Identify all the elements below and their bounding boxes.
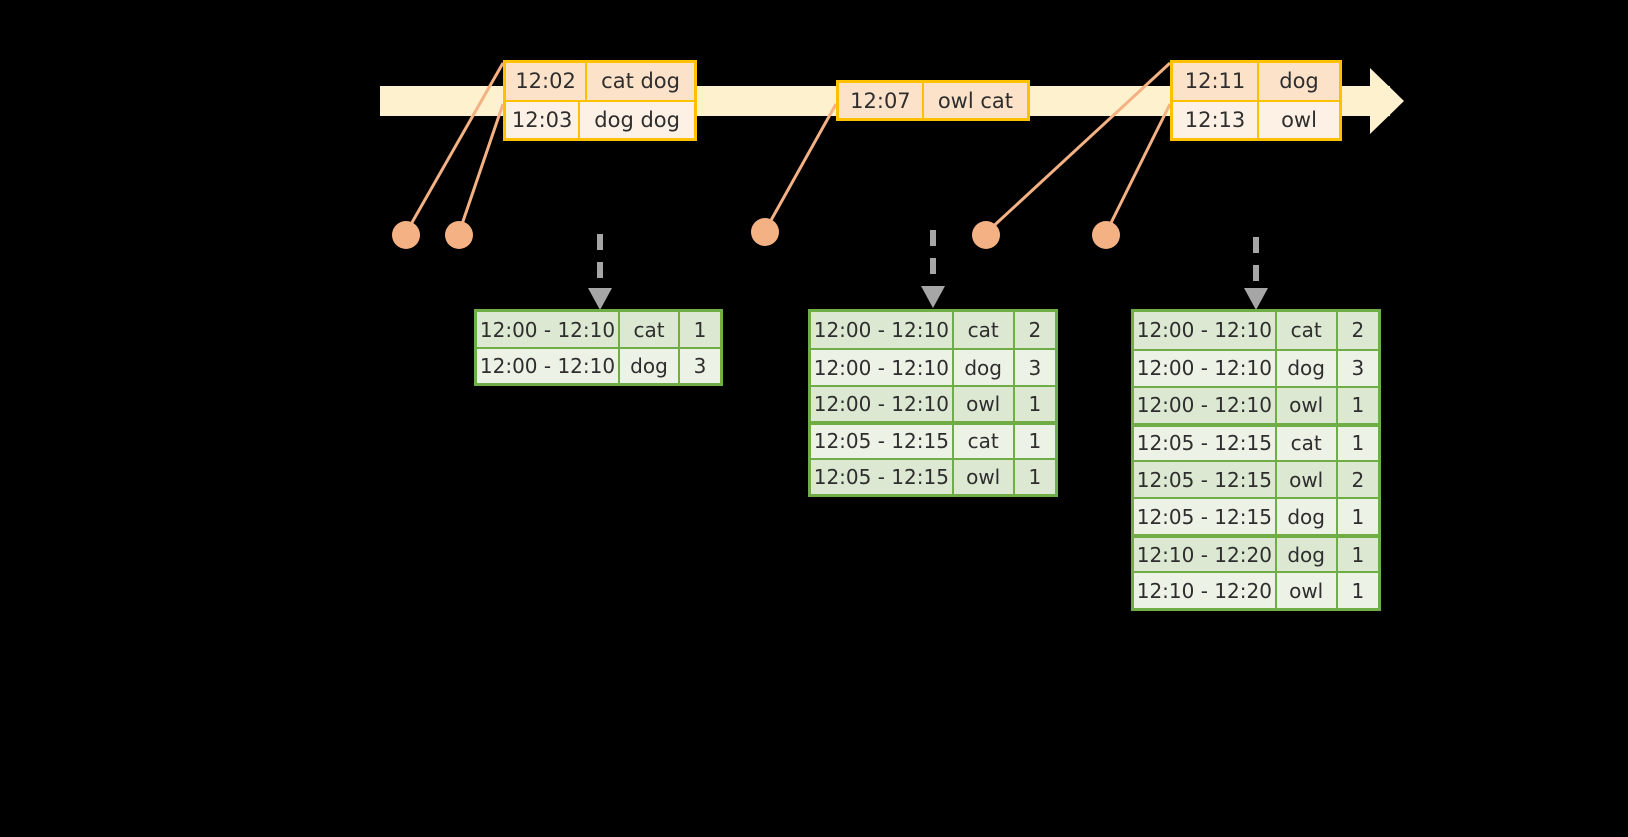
count-cell: 3 (1028, 355, 1042, 380)
window-cell: 12:00 - 12:10 (477, 312, 620, 348)
key-cell: cat (954, 312, 1015, 349)
event-value: dog dog (594, 107, 680, 132)
table-row: 12:05 - 12:15 owl 2 (1134, 460, 1378, 497)
event-row: 12:11 dog (1173, 63, 1339, 100)
window-cell: 12:05 - 12:15 (1134, 462, 1277, 497)
key-cell: owl (1277, 387, 1338, 423)
key-cell: dog (1277, 538, 1338, 572)
table-row: 12:00 - 12:10 dog 3 (477, 347, 720, 383)
count-cell: 3 (693, 354, 707, 379)
window-cell: 12:05 - 12:15 (811, 425, 954, 458)
count-cell: 1 (1351, 504, 1365, 529)
event-dot-3 (751, 218, 779, 246)
result-table-1[interactable]: 12:00 - 12:10 cat 1 12:00 - 12:10 dog 3 (474, 309, 723, 386)
count-cell: 1 (1351, 431, 1365, 456)
key-cell: owl (954, 386, 1015, 422)
event-dot-2 (445, 221, 473, 249)
event-time: 12:03 (506, 101, 581, 138)
event-box-1[interactable]: 12:02 cat dog 12:03 dog dog (503, 60, 697, 141)
event-row: 12:07 owl cat (839, 83, 1027, 118)
count-cell: 2 (1028, 318, 1042, 343)
table-row: 12:00 - 12:10 owl 1 (1134, 385, 1378, 423)
event-time: 12:11 (1173, 63, 1259, 100)
window-cell: 12:05 - 12:15 (1134, 499, 1277, 534)
event-dot-5 (1092, 221, 1120, 249)
count-cell: 1 (1351, 393, 1365, 418)
count-cell: 1 (1351, 542, 1365, 567)
connector-line-2 (457, 103, 505, 234)
event-box-3[interactable]: 12:11 dog 12:13 owl (1170, 60, 1342, 141)
event-value: owl (1281, 107, 1317, 132)
table-row: 12:00 - 12:10 dog 3 (811, 348, 1055, 385)
window-cell: 12:05 - 12:15 (811, 459, 954, 495)
key-cell: cat (954, 425, 1015, 458)
connector-line-3 (763, 103, 838, 232)
key-cell: owl (954, 459, 1015, 495)
count-cell: 1 (693, 317, 707, 342)
dashed-arrow-head-3 (1244, 288, 1268, 310)
table-row: 12:00 - 12:10 dog 3 (1134, 348, 1378, 386)
event-row: 12:02 cat dog (506, 63, 694, 100)
count-cell: 1 (1351, 578, 1365, 603)
event-value: dog (1279, 69, 1319, 94)
event-row: 12:13 owl (1173, 99, 1339, 138)
table-row: 12:00 - 12:10 cat 1 (477, 312, 720, 348)
window-cell: 12:00 - 12:10 (1134, 350, 1277, 386)
event-dot-1 (392, 221, 420, 249)
window-cell: 12:10 - 12:20 (1134, 573, 1277, 609)
event-box-2[interactable]: 12:07 owl cat (836, 80, 1030, 121)
window-cell: 12:00 - 12:10 (1134, 387, 1277, 423)
key-cell: owl (1277, 573, 1338, 609)
window-cell: 12:00 - 12:10 (1134, 312, 1277, 349)
key-cell: cat (1277, 426, 1338, 460)
table-row: 12:05 - 12:15 cat 1 (1134, 422, 1378, 460)
event-time: 12:02 (506, 63, 588, 100)
key-cell: cat (1277, 312, 1338, 349)
event-time: 12:13 (1173, 101, 1259, 138)
event-dot-4 (972, 221, 1000, 249)
key-cell: dog (1277, 499, 1338, 534)
window-cell: 12:00 - 12:10 (477, 349, 620, 383)
event-time: 12:07 (839, 83, 924, 118)
key-cell: owl (1277, 462, 1338, 497)
key-cell: dog (620, 349, 680, 383)
window-cell: 12:00 - 12:10 (811, 350, 954, 385)
table-row: 12:10 - 12:20 owl 1 (1134, 571, 1378, 609)
key-cell: dog (954, 350, 1015, 385)
table-row: 12:00 - 12:10 cat 2 (1134, 312, 1378, 349)
table-row: 12:05 - 12:15 cat 1 (811, 421, 1055, 458)
table-row: 12:05 - 12:15 owl 1 (811, 457, 1055, 495)
event-value: owl cat (937, 88, 1013, 113)
dashed-arrow-head-1 (588, 288, 612, 310)
key-cell: dog (1277, 350, 1338, 386)
window-cell: 12:00 - 12:10 (811, 312, 954, 349)
count-cell: 1 (1028, 391, 1042, 416)
count-cell: 2 (1351, 318, 1365, 343)
event-value: cat dog (601, 69, 680, 94)
result-table-2[interactable]: 12:00 - 12:10 cat 2 12:00 - 12:10 dog 3 … (808, 309, 1058, 497)
count-cell: 1 (1028, 464, 1042, 489)
window-cell: 12:00 - 12:10 (811, 386, 954, 422)
table-row: 12:05 - 12:15 dog 1 (1134, 497, 1378, 534)
event-row: 12:03 dog dog (506, 99, 694, 138)
table-row: 12:00 - 12:10 cat 2 (811, 312, 1055, 349)
result-table-3[interactable]: 12:00 - 12:10 cat 2 12:00 - 12:10 dog 3 … (1131, 309, 1381, 611)
dashed-arrow-head-2 (921, 286, 945, 308)
table-row: 12:00 - 12:10 owl 1 (811, 384, 1055, 422)
count-cell: 3 (1351, 356, 1365, 381)
count-cell: 2 (1351, 467, 1365, 492)
key-cell: cat (620, 312, 680, 348)
table-row: 12:10 - 12:20 dog 1 (1134, 534, 1378, 572)
count-cell: 1 (1028, 429, 1042, 454)
window-cell: 12:10 - 12:20 (1134, 538, 1277, 572)
window-cell: 12:05 - 12:15 (1134, 426, 1277, 460)
connector-line-5 (1104, 103, 1172, 234)
